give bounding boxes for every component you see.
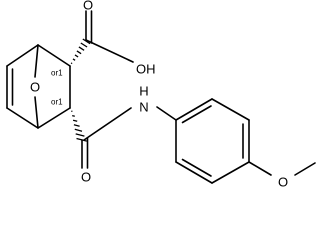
methoxyphenyl-ring xyxy=(175,98,250,184)
acid-hydroxyl-label: OH xyxy=(136,62,156,77)
bond-nitrogen-ring xyxy=(156,106,177,121)
carboxylic-acid-group xyxy=(85,10,134,63)
amide-nitrogen-label: N xyxy=(139,100,148,115)
bond-ring-methoxy-oxygen xyxy=(248,161,272,176)
ring-bond-4 xyxy=(211,161,250,184)
bond-o7-c4 xyxy=(34,96,39,129)
amide-hydrogen-label: H xyxy=(139,84,148,99)
hashed-wedge-c2-carboxyl xyxy=(70,38,91,65)
methoxy-group xyxy=(248,161,316,176)
acid-carbonyl-oxygen-label: O xyxy=(83,0,93,13)
bridge-oxygen-label: O xyxy=(30,80,40,95)
bond-carboxyl-hydroxyl xyxy=(85,39,134,63)
bond-amide-nitrogen xyxy=(83,107,132,141)
ring-bond-1-inner xyxy=(181,105,212,124)
methoxy-oxygen-label: O xyxy=(278,175,288,190)
bond-c1-o7 xyxy=(34,44,39,78)
ring-bond-2 xyxy=(211,98,250,121)
ring-bond-1 xyxy=(175,98,213,121)
ring-bond-5-inner xyxy=(181,158,212,177)
bond-c1-c6 xyxy=(6,44,39,67)
hashed-wedge-c3-amide xyxy=(71,110,87,142)
bond-c1-c2 xyxy=(37,44,71,67)
oxanorbornene-core xyxy=(6,44,71,129)
stereo-descriptor-upper: or1 xyxy=(51,69,63,78)
amide-group xyxy=(81,106,177,169)
chemical-structure: O O OH H N O O or1 or1 xyxy=(6,0,316,190)
stereo-descriptor-lower: or1 xyxy=(51,98,63,107)
ring-bond-5 xyxy=(175,161,213,184)
bond-c3-c4 xyxy=(37,107,71,129)
bond-c5-c4 xyxy=(6,107,39,129)
amide-carbonyl-oxygen-label: O xyxy=(81,170,91,185)
bond-methoxy-methyl xyxy=(294,162,316,176)
